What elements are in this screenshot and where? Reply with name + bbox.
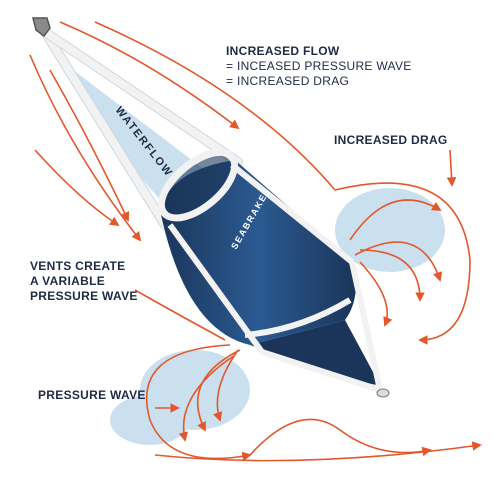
strap-left-inner xyxy=(41,28,169,229)
wave-loop-inner-1 xyxy=(196,349,241,432)
strap-group xyxy=(40,27,243,230)
swivel-icon xyxy=(32,17,51,38)
increased-flow-line3: = INCREASED DRAG xyxy=(226,74,350,88)
vents-line3: PRESSURE WAVE xyxy=(30,289,138,303)
cone-band xyxy=(244,297,352,338)
wave-loop-inner-2 xyxy=(178,354,236,442)
tail-ring-icon xyxy=(376,388,390,398)
drag-loop-inner-3 xyxy=(359,249,425,302)
vents-label: VENTS CREATE A VARIABLE PRESSURE WAVE xyxy=(30,259,138,304)
drag-loop-right xyxy=(334,182,471,345)
increased-flow-title: INCREASED FLOW xyxy=(226,44,340,58)
increased-drag-arrow xyxy=(446,149,457,187)
drag-loop-inner-1 xyxy=(349,199,442,241)
pressure-wave-label: PRESSURE WAVE xyxy=(38,388,146,403)
vents-line1: VENTS CREATE xyxy=(30,259,126,273)
vents-arrow xyxy=(134,289,226,341)
increased-drag-label: INCREASED DRAG xyxy=(334,133,448,148)
cone-tail xyxy=(250,320,380,385)
water-spray-upper xyxy=(60,60,205,215)
cone-strap-b xyxy=(230,162,354,265)
wave-bottom-arc xyxy=(249,418,432,457)
wave-loop-inner-3 xyxy=(213,349,239,422)
vents-line2: A VARIABLE xyxy=(30,274,105,288)
cone-rim xyxy=(157,148,239,222)
flow-arrow-top xyxy=(59,21,240,130)
tail-strap-a xyxy=(261,349,381,393)
strap-right-inner xyxy=(41,28,242,166)
cone-strap-a xyxy=(167,223,265,354)
flow-arrow-mid xyxy=(34,149,120,227)
tail-strap-b xyxy=(349,261,383,391)
flow-arrow-group xyxy=(29,21,482,462)
wave-loop-lower xyxy=(145,344,252,462)
flow-arrow-left xyxy=(49,69,130,222)
cone-mouth xyxy=(165,155,231,215)
increased-drag-text: INCREASED DRAG xyxy=(334,133,448,147)
increased-flow-line2: = INCEASED PRESSURE WAVE xyxy=(226,59,412,73)
flow-arrow-top-long xyxy=(94,21,336,191)
increased-flow-label: INCREASED FLOW = INCEASED PRESSURE WAVE … xyxy=(226,44,412,89)
wave-bottom-long xyxy=(154,441,482,462)
drag-loop-inner-2 xyxy=(354,241,443,282)
pressure-wave-text: PRESSURE WAVE xyxy=(38,388,146,402)
drag-loop-inner-4 xyxy=(359,261,393,327)
